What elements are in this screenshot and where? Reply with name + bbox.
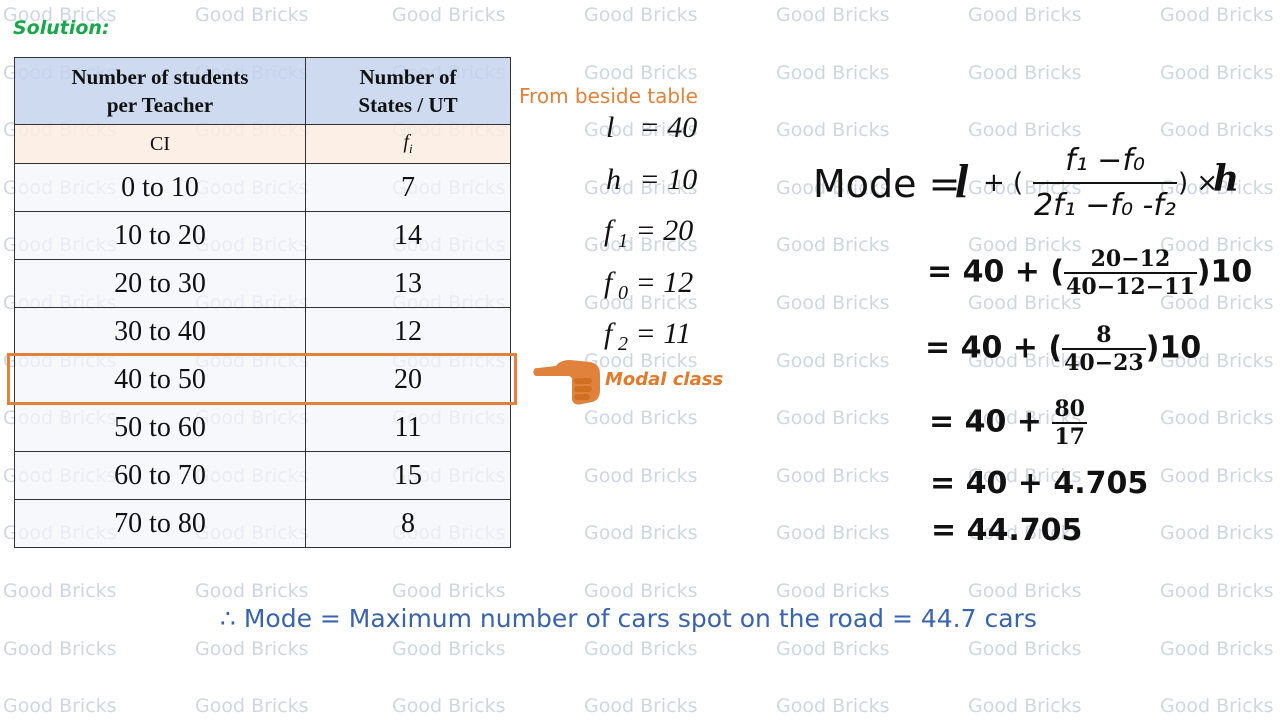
- step-prefix: = 40 + (: [925, 330, 1063, 366]
- mode-lhs: Mode =: [813, 162, 961, 206]
- var-symbol: l: [606, 111, 615, 144]
- ci-cell: 60 to 70: [14, 451, 306, 500]
- step-suffix: )10: [1145, 330, 1202, 366]
- header-ci-line1: Number of students: [71, 65, 249, 89]
- given-h: h = 10: [600, 160, 697, 212]
- ci-cell: 30 to 40: [14, 307, 306, 356]
- step-denominator: 40−12−11: [1064, 272, 1197, 300]
- solution-heading: Solution:: [13, 17, 110, 39]
- step-5: = 44.705: [931, 513, 1083, 548]
- var-symbol: f: [604, 317, 613, 350]
- header-fi: Number of States / UT: [305, 57, 511, 125]
- step-4: = 40 + 4.705: [930, 466, 1149, 501]
- var-sub: 1: [618, 230, 628, 252]
- subheader-f: f: [403, 131, 409, 153]
- ci-cell: 0 to 10: [14, 163, 306, 212]
- pointing-hand-icon: [533, 360, 600, 405]
- step-denominator: 17: [1052, 422, 1087, 450]
- fi-cell: 12: [305, 307, 511, 356]
- fi-cell: 15: [305, 451, 511, 500]
- var-symbol: h: [606, 162, 621, 196]
- from-beside-caption: From beside table: [519, 84, 698, 108]
- fi-cell: 7: [305, 163, 511, 212]
- fraction-bar: [1033, 182, 1177, 184]
- var-symbol: f: [604, 265, 613, 299]
- step-prefix: = 40 +: [929, 404, 1053, 440]
- formula-numerator: f₁ −f₀: [1065, 143, 1145, 178]
- frequency-table: Number of students per Teacher Number of…: [14, 57, 511, 548]
- table-subheader-row: CI fi: [14, 124, 511, 164]
- var-value: = 11: [635, 317, 692, 350]
- var-value: = 40: [639, 111, 698, 144]
- header-ci: Number of students per Teacher: [14, 57, 306, 125]
- modal-class-highlight: [7, 353, 517, 405]
- modal-class-label: Modal class: [605, 369, 724, 390]
- step-numerator: 20−12: [1090, 246, 1171, 272]
- step-prefix: = 40 + (: [927, 254, 1065, 290]
- fi-cell: 8: [305, 499, 511, 548]
- header-fi-line1: Number of: [359, 65, 457, 89]
- fi-cell: 20: [305, 355, 511, 404]
- header-ci-line2: per Teacher: [106, 93, 214, 117]
- ci-cell: 50 to 60: [14, 403, 306, 452]
- given-l: l = 40: [600, 108, 697, 160]
- header-fi-line2: States / UT: [358, 93, 458, 117]
- ci-cell: 70 to 80: [14, 499, 306, 548]
- step-denominator: 40−23: [1062, 348, 1146, 376]
- fi-cell: 11: [305, 403, 511, 452]
- ci-cell: 40 to 50: [14, 355, 306, 404]
- conclusion: ∴ Mode = Maximum number of cars spot on …: [220, 604, 1037, 633]
- l-symbol: l: [955, 155, 969, 208]
- ci-cell: 10 to 20: [14, 211, 306, 260]
- var-symbol: f: [604, 214, 613, 247]
- formula-denominator: 2f₁ −f₀ -f₂: [1034, 188, 1176, 223]
- subheader-i: i: [408, 141, 413, 156]
- ci-cell: 20 to 30: [14, 259, 306, 308]
- close-paren-times: ) ×: [1178, 168, 1219, 198]
- plus-open-paren: + (: [983, 168, 1024, 198]
- var-sub: 0: [618, 281, 628, 304]
- fi-cell: 14: [305, 211, 511, 260]
- var-value: = 20: [635, 214, 694, 247]
- step-suffix: )10: [1196, 254, 1253, 290]
- var-sub: 2: [618, 333, 628, 355]
- fi-cell: 13: [305, 259, 511, 308]
- step-numerator: 80: [1054, 396, 1085, 422]
- subheader-ci: CI: [14, 124, 306, 164]
- formula-fraction: f₁ −f₀ 2f₁ −f₀ -f₂: [1033, 140, 1177, 228]
- step-numerator: 8: [1096, 322, 1112, 348]
- table-header-row: Number of students per Teacher Number of…: [14, 57, 511, 125]
- h-symbol: h: [1213, 158, 1240, 200]
- subheader-fi: fi: [305, 124, 511, 164]
- var-value: = 12: [635, 265, 694, 299]
- var-value: = 10: [639, 162, 698, 196]
